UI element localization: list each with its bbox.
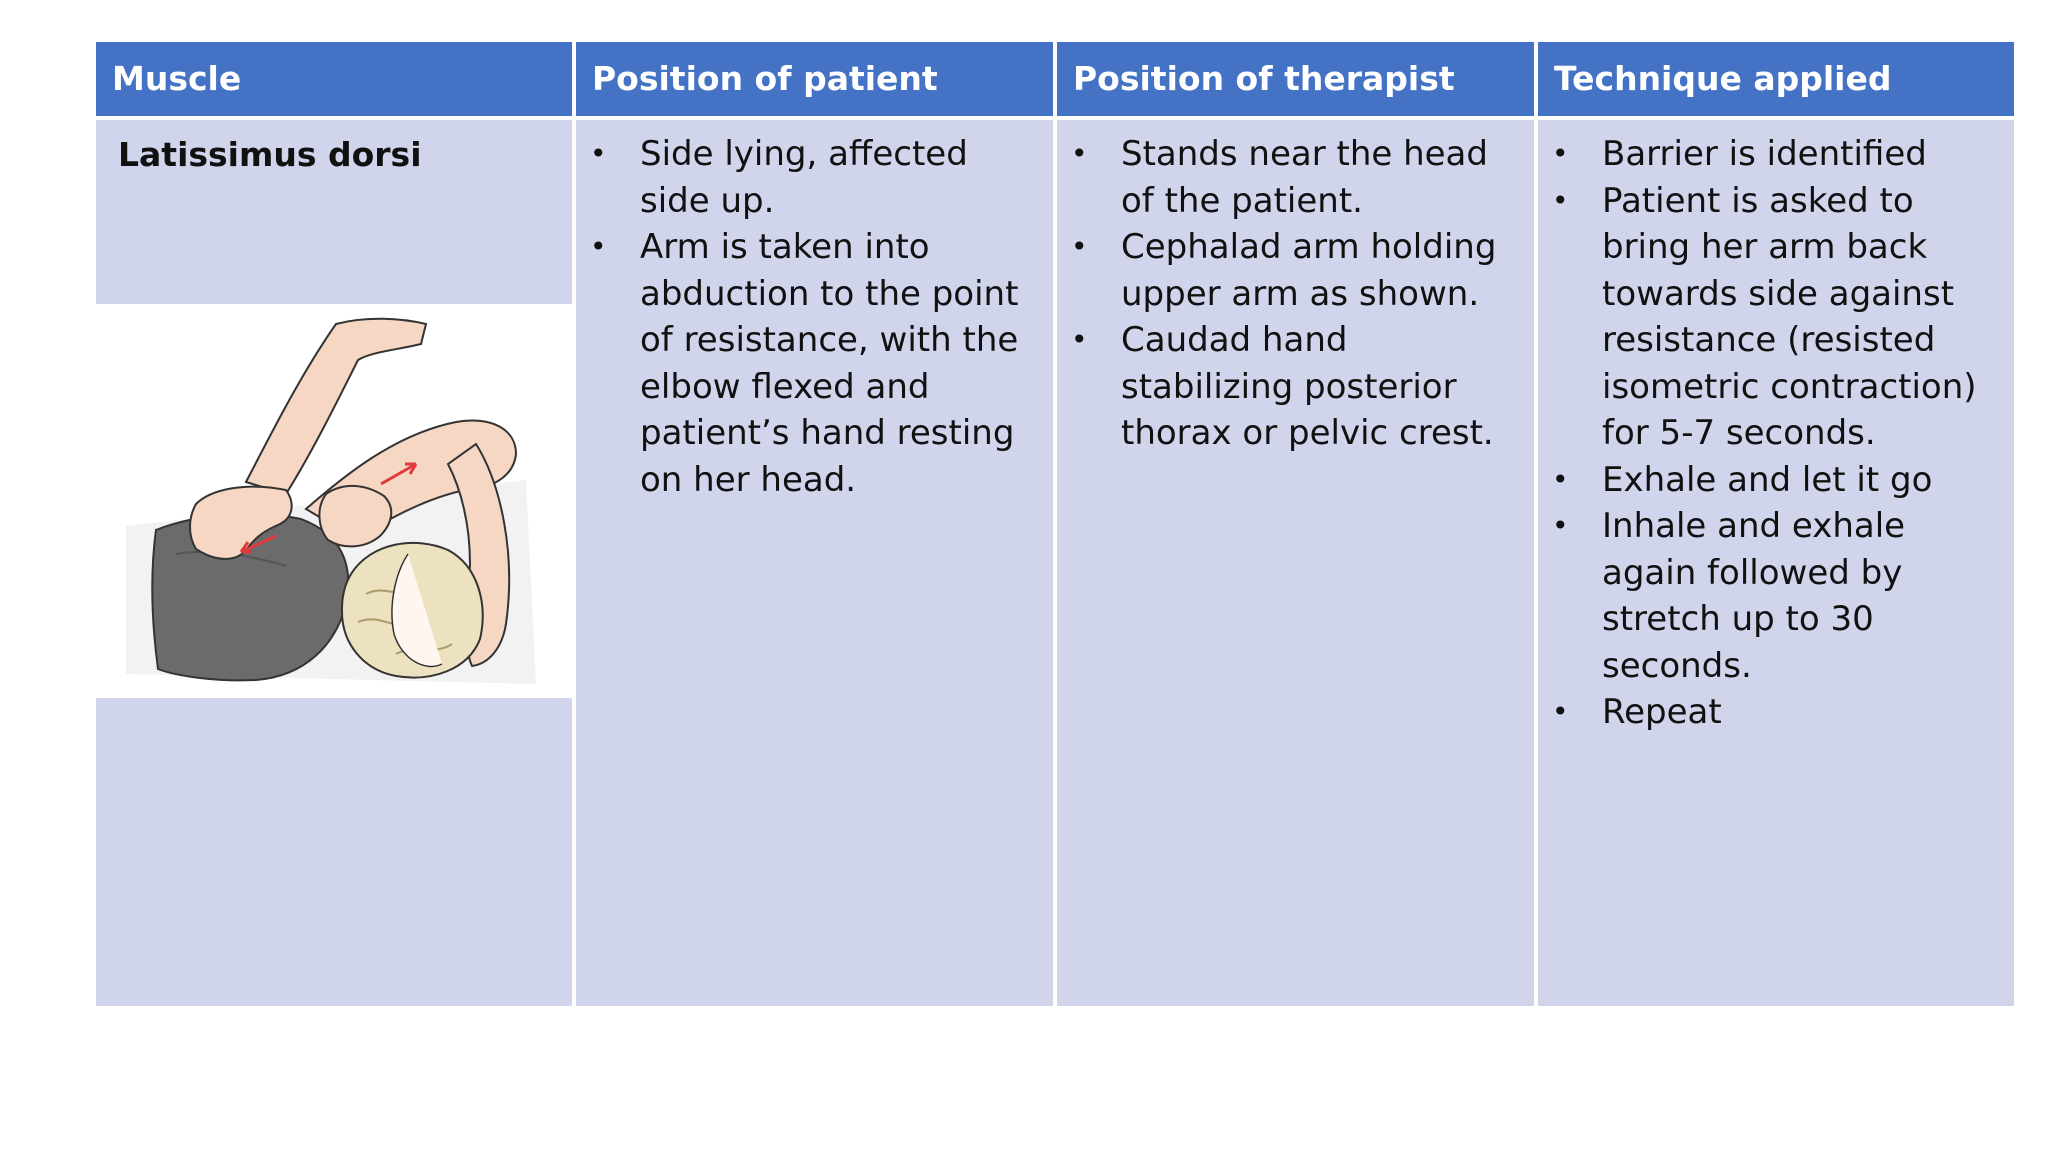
list-item-text: Stands near the head of the patient. <box>1121 134 1488 221</box>
list-item-text: Barrier is identified <box>1602 134 1927 174</box>
header-position-of-patient: Position of patient <box>576 42 1053 116</box>
bullet-glyph: • <box>1552 137 1569 170</box>
patient-position-list: • Side lying, affected side up. • Arm is t… <box>576 131 1053 503</box>
list-item: • Inhale and exhale again followed by str… <box>1538 503 2014 689</box>
bullet-glyph: • <box>1552 695 1569 728</box>
list-item-text: Inhale and exhale again followed by stre… <box>1602 506 1906 686</box>
muscle-cell: Latissimus dorsi <box>96 120 572 1006</box>
stretch-technique-illustration <box>96 304 572 698</box>
list-item: • Caudad hand stabilizing posterior thora… <box>1057 317 1534 457</box>
bullet-glyph: • <box>1071 230 1088 263</box>
list-item: • Exhale and let it go <box>1538 457 2014 504</box>
technique-cell: • Barrier is identified • Patient is asked… <box>1538 120 2014 1006</box>
technique-table: Muscle Position of patient Position of t… <box>96 42 2014 1006</box>
bullet-glyph: • <box>1071 323 1088 356</box>
therapist-position-list: • Stands near the head of the patient. • C… <box>1057 131 1534 457</box>
bullet-glyph: • <box>590 230 607 263</box>
list-item-text: Arm is taken into abduction to the point… <box>640 227 1019 500</box>
list-item: • Repeat <box>1538 689 2014 736</box>
therapist-position-cell: • Stands near the head of the patient. • C… <box>1057 120 1534 1006</box>
bullet-glyph: • <box>1552 183 1569 217</box>
muscle-name: Latissimus dorsi <box>118 135 422 174</box>
bullet-glyph: • <box>1071 137 1088 170</box>
bullet-glyph: • <box>1552 509 1569 542</box>
list-item: • Cephalad arm holding upper arm as shown… <box>1057 224 1534 317</box>
list-item-text: Patient is asked to bring her arm back t… <box>1602 180 1977 454</box>
list-item-text: Caudad hand stabilizing posterior thorax… <box>1121 320 1494 453</box>
header-technique-applied: Technique applied <box>1538 42 2014 116</box>
list-item-text: Cephalad arm holding upper arm as shown. <box>1121 227 1497 314</box>
table-header-row: Muscle Position of patient Position of t… <box>96 42 2014 116</box>
technique-list: • Barrier is identified • Patient is asked… <box>1538 131 2014 736</box>
list-item: • Side lying, affected side up. <box>576 131 1053 224</box>
list-item-text: Exhale and let it go <box>1602 459 1933 500</box>
list-item-text: Repeat <box>1602 692 1722 732</box>
list-item: • Stands near the head of the patient. <box>1057 131 1534 224</box>
list-item: • Arm is taken into abduction to the poin… <box>576 224 1053 503</box>
list-item-text: Side lying, affected side up. <box>640 134 968 221</box>
header-muscle: Muscle <box>96 42 572 116</box>
table-row: Latissimus dorsi <box>96 120 2014 1006</box>
list-item: • Patient is asked to bring her arm back … <box>1538 178 2014 457</box>
bullet-glyph: • <box>590 137 607 170</box>
list-item: • Barrier is identified <box>1538 131 2014 178</box>
header-position-of-therapist: Position of therapist <box>1057 42 1534 116</box>
bullet-glyph: • <box>1552 462 1569 496</box>
patient-position-cell: • Side lying, affected side up. • Arm is t… <box>576 120 1053 1006</box>
